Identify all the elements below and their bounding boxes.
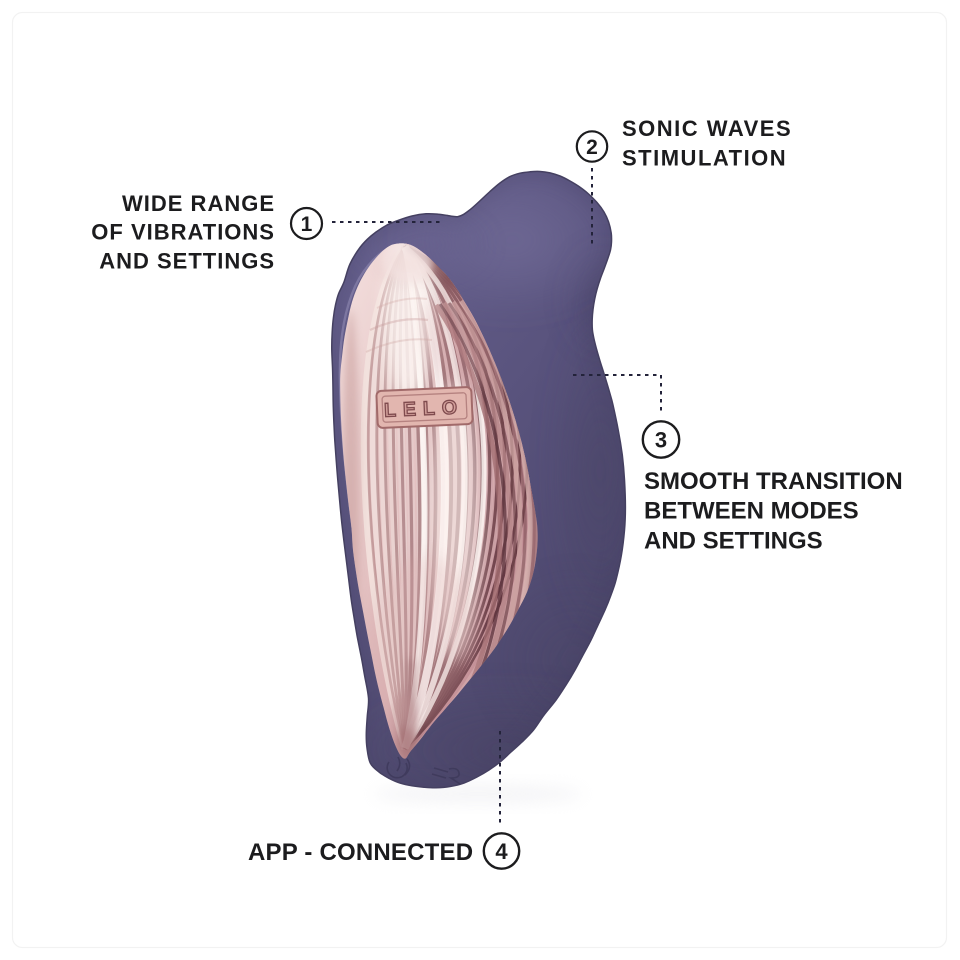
svg-text:3: 3 xyxy=(655,428,667,453)
svg-text:4: 4 xyxy=(495,839,508,864)
svg-text:AND SETTINGS: AND SETTINGS xyxy=(644,527,823,554)
svg-text:SMOOTH TRANSITION: SMOOTH TRANSITION xyxy=(644,468,903,495)
svg-text:STIMULATION: STIMULATION xyxy=(622,146,787,171)
svg-text:OF VIBRATIONS: OF VIBRATIONS xyxy=(91,220,275,245)
svg-text:SONIC WAVES: SONIC WAVES xyxy=(622,116,792,141)
svg-text:2: 2 xyxy=(586,136,598,159)
svg-text:1: 1 xyxy=(301,213,313,236)
svg-text:WIDE RANGE: WIDE RANGE xyxy=(122,191,275,216)
svg-text:BETWEEN MODES: BETWEEN MODES xyxy=(644,498,859,525)
svg-text:LELO: LELO xyxy=(384,396,465,421)
svg-text:APP - CONNECTED: APP - CONNECTED xyxy=(248,839,473,866)
svg-text:AND SETTINGS: AND SETTINGS xyxy=(99,248,275,273)
